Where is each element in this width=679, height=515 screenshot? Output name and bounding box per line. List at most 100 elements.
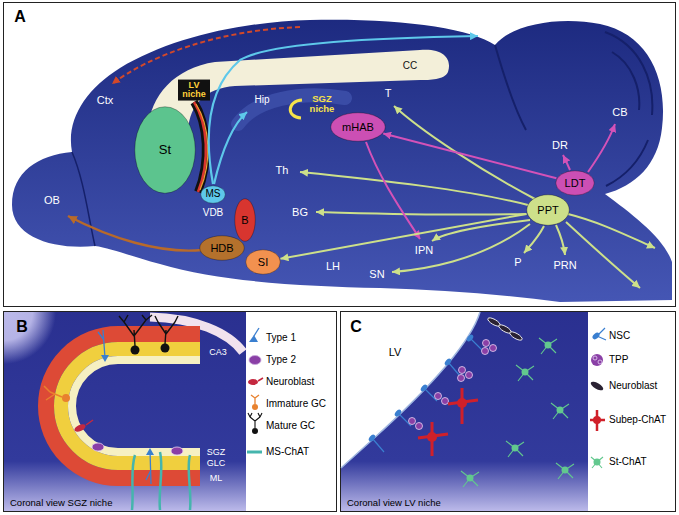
region-label: CB bbox=[612, 106, 627, 119]
subgranular-zone bbox=[72, 360, 200, 452]
legend-label: Subep-ChAT bbox=[609, 414, 666, 426]
layer-label: GLC bbox=[207, 458, 226, 468]
legend-sample bbox=[249, 356, 261, 365]
st-chat-neuron bbox=[467, 342, 569, 482]
legend-sample bbox=[252, 404, 258, 410]
region-shape bbox=[200, 236, 245, 261]
neuroblast bbox=[509, 330, 524, 342]
region-name: mHAB bbox=[342, 121, 374, 134]
panel-letter: C bbox=[350, 318, 362, 336]
type1-cell bbox=[101, 355, 154, 455]
legend-sample bbox=[248, 379, 258, 385]
region-node: B bbox=[234, 198, 256, 242]
legend-label: Neuroblast bbox=[609, 380, 657, 392]
panel-ground bbox=[341, 312, 588, 511]
region-shape bbox=[331, 113, 386, 142]
projection-arrow bbox=[556, 225, 565, 255]
region-label: T bbox=[385, 87, 392, 100]
region-name: LDT bbox=[565, 177, 586, 190]
nsc-process bbox=[372, 338, 482, 452]
niche-label: LV niche bbox=[178, 80, 210, 101]
nsc-cell bbox=[466, 333, 475, 342]
projection-arrow bbox=[392, 224, 530, 272]
neuroblast bbox=[86, 420, 93, 425]
region-node: PPT bbox=[526, 194, 570, 226]
region-label: IPN bbox=[415, 244, 433, 257]
corpus-callosum bbox=[148, 50, 449, 130]
nsc-cell bbox=[368, 433, 377, 442]
panel-frame bbox=[341, 312, 676, 512]
projection-connector bbox=[280, 214, 526, 259]
layer-label: SGZ bbox=[207, 447, 226, 457]
projection-arrow bbox=[214, 112, 247, 184]
legend-sample bbox=[251, 395, 259, 404]
panel-frame bbox=[4, 3, 676, 307]
panel-caption: Coronal view LV niche bbox=[347, 498, 441, 509]
region-node: mHAB bbox=[330, 112, 386, 142]
legend-sample bbox=[590, 410, 605, 431]
panel-letter: A bbox=[14, 8, 26, 26]
legend-sample bbox=[593, 356, 602, 364]
nsc-cell bbox=[420, 383, 429, 392]
panel-ground bbox=[4, 312, 246, 511]
niche-label: SGZ niche bbox=[306, 94, 338, 114]
nsc-cell bbox=[444, 357, 453, 366]
mature-gc bbox=[161, 344, 170, 353]
legend-label: MS-ChAT bbox=[266, 446, 309, 458]
legend-label: Mature GC bbox=[266, 420, 315, 432]
projection-arrow bbox=[588, 124, 615, 172]
lv-niche-stripe bbox=[196, 104, 208, 190]
projection-arrow bbox=[568, 214, 655, 248]
legend-sample bbox=[254, 328, 259, 336]
legend-sample bbox=[593, 416, 601, 424]
projection-arrow bbox=[563, 155, 570, 170]
subep-chat-neuron bbox=[457, 398, 467, 408]
neuroblast bbox=[73, 423, 86, 434]
legend-sample bbox=[591, 332, 600, 341]
brain-outline bbox=[12, 20, 672, 302]
cerebellum-folia bbox=[495, 32, 652, 186]
region-label: VDB bbox=[203, 207, 224, 219]
projection-arrow bbox=[394, 106, 535, 199]
projection-arrow bbox=[68, 216, 202, 251]
legend-label: Immature GC bbox=[266, 398, 326, 410]
mature-gc bbox=[131, 346, 140, 355]
granule-cell-layer bbox=[61, 349, 200, 463]
projection-arrow bbox=[524, 226, 544, 253]
region-label: CC bbox=[403, 60, 417, 72]
region-label: PRN bbox=[553, 259, 576, 272]
legend-sample bbox=[248, 413, 262, 428]
immature-gc bbox=[44, 386, 62, 400]
sgz-niche-mark bbox=[290, 100, 302, 118]
region-shape bbox=[556, 171, 595, 196]
ventricle-wall bbox=[341, 312, 480, 468]
region-label: BG bbox=[292, 206, 308, 219]
subep-chat-neuron bbox=[427, 432, 437, 442]
molecular-layer bbox=[46, 334, 200, 478]
legend-label: TPP bbox=[609, 354, 628, 366]
projection-arrow bbox=[566, 222, 640, 288]
panel-caption: Coronal view SGZ niche bbox=[10, 498, 112, 509]
region-node: MS bbox=[200, 185, 226, 204]
region-name: PPT bbox=[537, 204, 558, 217]
region-label: P bbox=[514, 256, 521, 269]
projection-arrow bbox=[112, 27, 300, 84]
region-name: HDB bbox=[210, 242, 233, 255]
bulb-border bbox=[72, 152, 95, 246]
region-name: SI bbox=[258, 256, 268, 269]
type1-cell bbox=[98, 330, 151, 484]
region-shape bbox=[235, 199, 256, 242]
projection-arrow bbox=[209, 36, 478, 184]
region-node: LDT bbox=[555, 170, 595, 196]
projection-arrow bbox=[366, 142, 420, 239]
region-node: St bbox=[134, 106, 196, 194]
region-label: DR bbox=[552, 139, 568, 152]
region-label: OB bbox=[44, 194, 60, 207]
region-node: HDB bbox=[199, 235, 245, 261]
legend-sample bbox=[258, 378, 263, 381]
legend-label: NSC bbox=[609, 330, 630, 342]
